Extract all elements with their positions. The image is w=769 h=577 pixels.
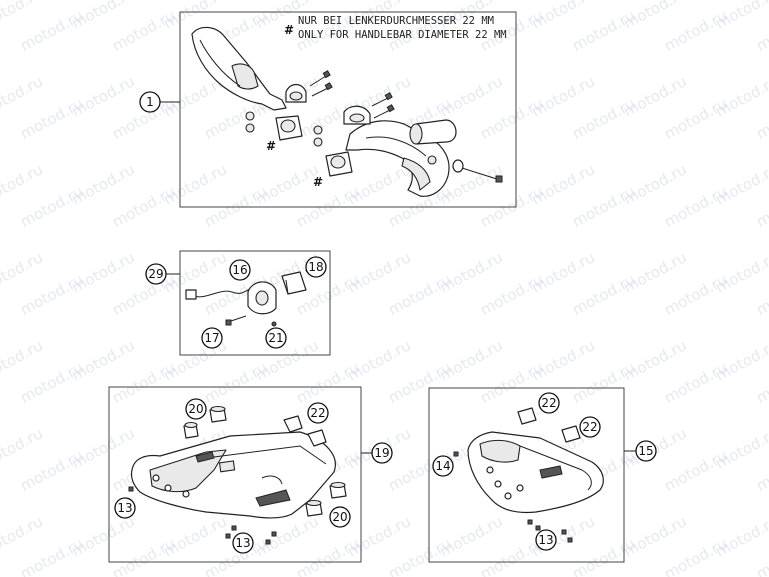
note-line-english: ONLY FOR HANDLEBAR DIAMETER 22 MM <box>298 29 507 41</box>
callout-22-top-label: 22 <box>541 396 556 410</box>
hash-marker-clamp-2: # <box>313 175 323 189</box>
guard-screw-icon <box>453 451 573 543</box>
callout-13-guard-label: 13 <box>538 533 553 547</box>
engine-guard-group: 22 22 14 15 13 <box>428 387 657 563</box>
skid-plate-frame <box>108 386 362 563</box>
switch-frame <box>179 250 331 356</box>
callout-13-left-label: 13 <box>117 501 132 515</box>
callout-17-label: 17 <box>204 331 219 345</box>
light-switch-icon <box>185 281 277 315</box>
note-line-german: NUR BEI LENKERDURCHMESSER 22 MM <box>298 15 494 27</box>
callout-29-label: 29 <box>148 267 163 281</box>
callout-20-upper-label: 20 <box>188 402 203 416</box>
skid-plate-group: 20 22 19 13 13 20 <box>108 386 393 563</box>
callout-21-label: 21 <box>268 331 283 345</box>
engine-guard-icon <box>467 431 604 514</box>
bar-end-tube-icon <box>409 119 457 145</box>
hand-guard-group: # NUR BEI LENKERDURCHMESSER 22 MM ONLY F… <box>139 11 517 208</box>
rubber-mount-icon <box>183 405 347 517</box>
callout-1-bubble <box>139 91 161 113</box>
note-hash-symbol: # <box>284 23 294 37</box>
center-clamp-icon <box>343 105 371 125</box>
left-hand-guard-icon <box>191 26 287 111</box>
spacer-block-icon <box>283 415 327 447</box>
callout-15-label: 15 <box>638 444 653 458</box>
callout-19-label: 19 <box>374 446 389 460</box>
skid-plate-icon <box>130 431 336 519</box>
callout-16-label: 16 <box>232 263 247 277</box>
lower-right-clamp-icon <box>325 151 353 177</box>
nut-icon <box>245 111 464 173</box>
callout-20-lower-label: 20 <box>332 510 347 524</box>
callout-18-label: 18 <box>308 260 323 274</box>
callout-13-bottom-label: 13 <box>235 536 250 550</box>
bolt-icon <box>309 70 503 183</box>
switch-group: 29 16 18 17 21 <box>145 250 331 356</box>
engine-guard-frame <box>428 387 625 563</box>
switch-cover-icon <box>281 271 307 295</box>
lower-clamp-icon <box>275 115 303 141</box>
hash-marker-clamp-1: # <box>266 139 276 153</box>
callout-22-right-label: 22 <box>582 420 597 434</box>
hand-guard-frame <box>179 11 517 208</box>
callout-22-skid-label: 22 <box>310 406 325 420</box>
callout-14-label: 14 <box>435 459 450 473</box>
upper-clamp-icon <box>285 83 307 103</box>
skid-plate-screw-icon <box>128 486 277 545</box>
callout-1-label: 1 <box>146 95 154 109</box>
guard-spacer-icon <box>517 407 581 443</box>
